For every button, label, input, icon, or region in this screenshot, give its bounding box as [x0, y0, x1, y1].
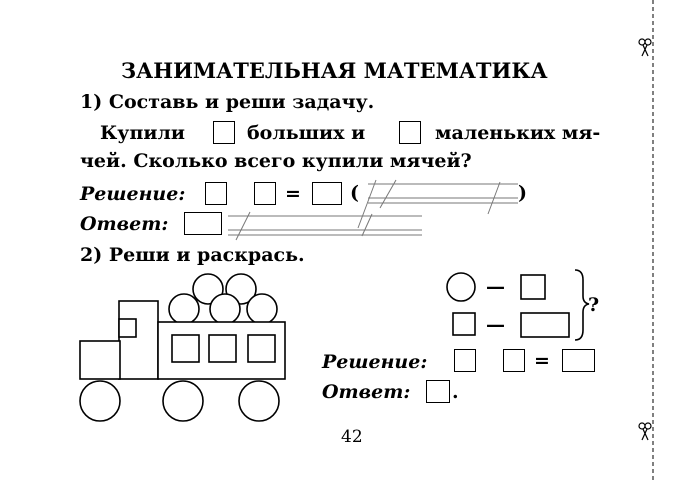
ball	[168, 293, 200, 325]
page-number: 42	[341, 427, 363, 447]
solution-result-box[interactable]	[312, 182, 342, 205]
answer-box	[520, 274, 546, 300]
wagon-window	[247, 334, 276, 363]
task1-solution-label: Решение:	[80, 183, 186, 205]
wagon-window	[171, 334, 200, 363]
circle-symbol	[446, 272, 476, 302]
task1-text-big: больших и	[247, 122, 366, 144]
task2-solution-box-1[interactable]	[454, 349, 476, 372]
task1-answer-label: Ответ:	[80, 213, 169, 235]
big-count-box[interactable]	[213, 121, 235, 144]
task2-solution-box-2[interactable]	[503, 349, 525, 372]
wheel	[79, 380, 121, 422]
cabin-window	[118, 318, 137, 338]
train-drawing	[79, 273, 286, 422]
solution-box-2[interactable]	[254, 182, 276, 205]
task2-equals-sign: =	[534, 350, 550, 372]
task2-answer-label: Ответ:	[322, 381, 411, 403]
ball	[246, 293, 278, 325]
scissors-icon	[638, 422, 652, 441]
task1-heading: 1) Составь и реши задачу.	[80, 91, 375, 113]
task2-solution-label: Решение:	[322, 351, 428, 373]
task2-heading: 2) Реши и раскрась.	[80, 244, 305, 266]
task1-text-small: маленьких мя-	[435, 122, 601, 144]
scissors-icon	[638, 38, 652, 57]
legend-diagram	[446, 269, 590, 341]
task2-answer-period: .	[452, 381, 459, 403]
task2-answer-box[interactable]	[426, 380, 450, 403]
locomotive-cabin	[118, 300, 159, 380]
equals-sign: =	[285, 183, 301, 205]
brace	[574, 269, 590, 341]
question-mark: ?	[588, 294, 600, 316]
task2-result-box[interactable]	[562, 349, 595, 372]
small-count-box[interactable]	[399, 121, 421, 144]
answer-box	[520, 312, 570, 338]
paren-open: (	[350, 182, 359, 204]
wheel	[238, 380, 280, 422]
dash-2: —	[486, 314, 505, 336]
wheel	[162, 380, 204, 422]
task1-text-bought: Купили	[100, 122, 185, 144]
ball	[209, 293, 241, 325]
paren-close: )	[518, 182, 527, 204]
solution-box-1[interactable]	[205, 182, 227, 205]
task1-question: чей. Сколько всего купили мячей?	[80, 150, 472, 172]
dash-1: —	[486, 276, 505, 298]
answer-box[interactable]	[184, 212, 222, 235]
page-title: ЗАНИМАТЕЛЬНАЯ МАТЕМАТИКА	[121, 58, 548, 83]
square-symbol	[452, 312, 476, 336]
locomotive-front	[79, 340, 121, 380]
writing-lines	[228, 179, 518, 241]
wagon-window	[208, 334, 237, 363]
